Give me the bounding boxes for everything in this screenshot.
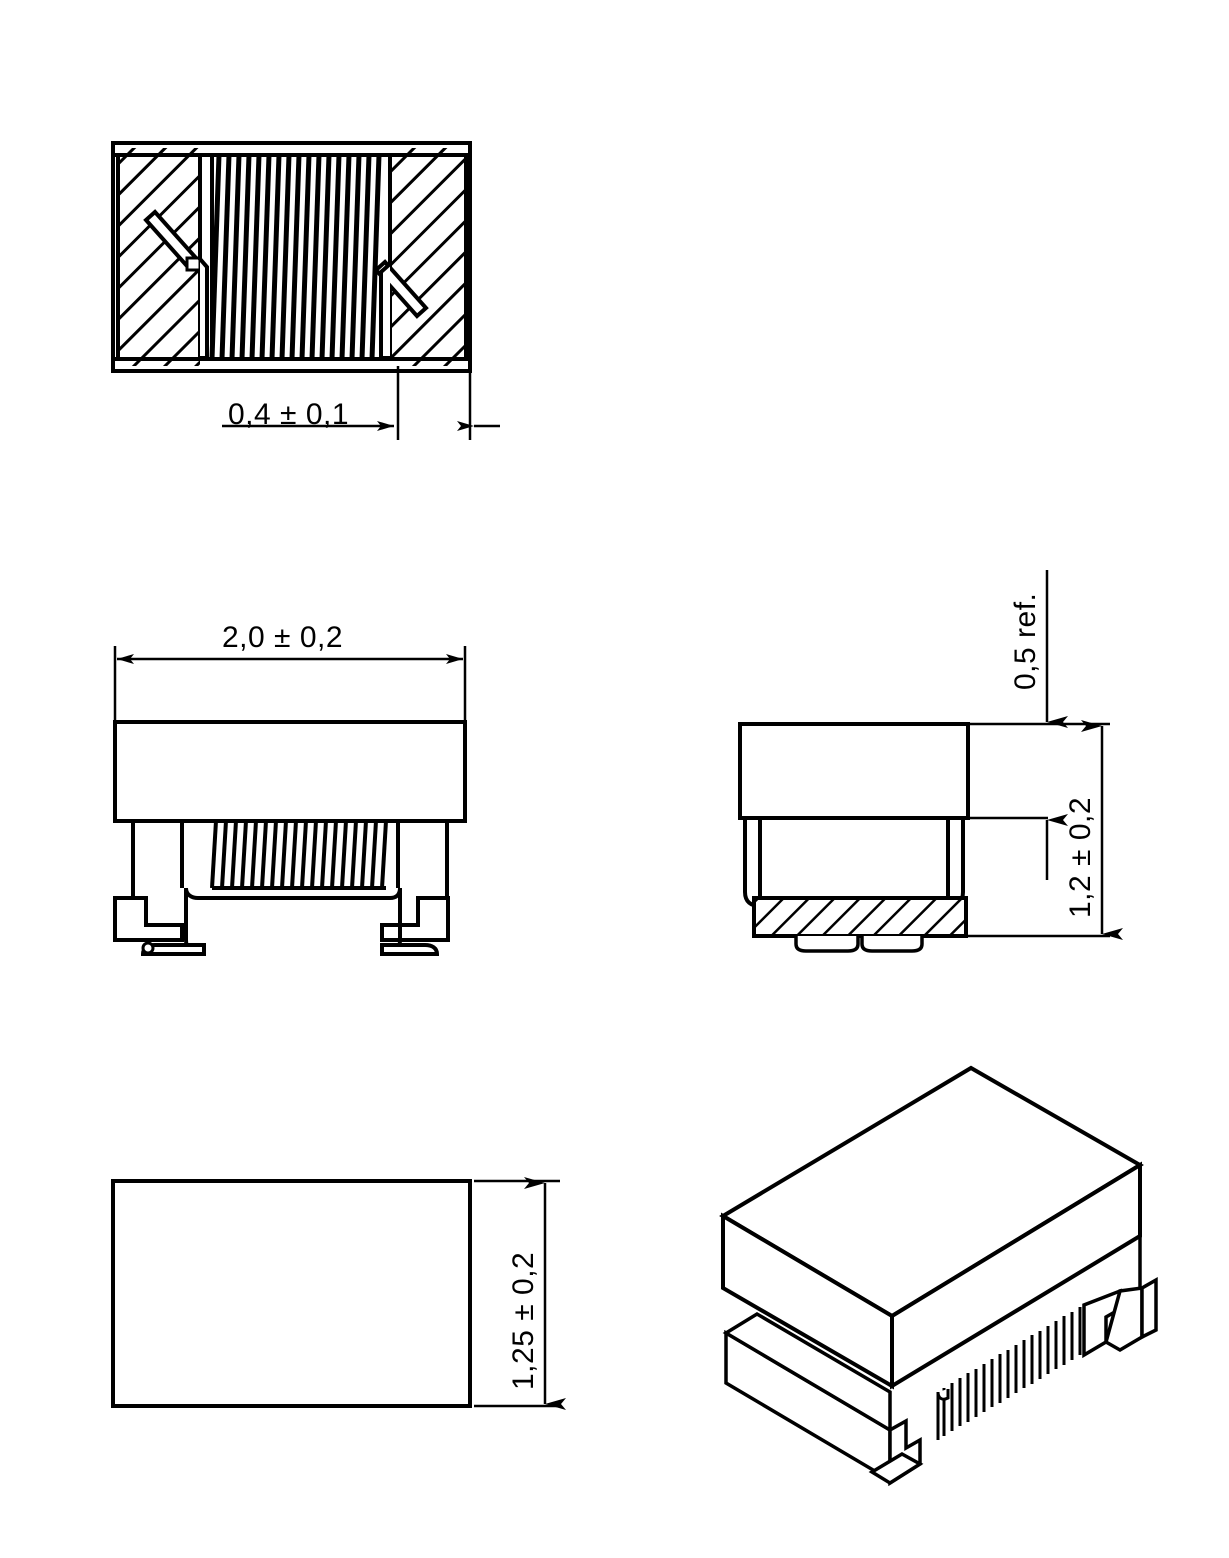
dimension-label-body-width: 1,25 ± 0,2: [507, 1252, 540, 1390]
front-view-coil-winding: [210, 820, 388, 889]
dimension-label-terminal-width: 0,4 ± 0,1: [228, 398, 349, 431]
side-view-lead-detail-left: [794, 936, 860, 953]
top-cross-section-view: 0,4 ± 0,1: [111, 141, 500, 440]
iso-right-terminal-side: [1140, 1276, 1158, 1340]
front-view-right-foot-pad: [380, 943, 440, 956]
front-view-left-terminal-profile: [113, 896, 184, 942]
bottom-view: 1,25 ± 0,2: [111, 1177, 566, 1410]
side-view-base-outline: [752, 896, 968, 938]
side-view-core-section: [758, 816, 950, 902]
front-view-wire-end-dot: [141, 941, 155, 955]
iso-coil-winding: [942, 1307, 1082, 1436]
dimension-terminal-width: 0,4 ± 0,1: [222, 366, 500, 440]
top-view-left-channel: [198, 156, 209, 360]
dimension-body-length: 2,0 ± 0,2: [113, 621, 467, 730]
iso-left-terminal-foot-base: [868, 1451, 924, 1486]
top-view-right-channel: [379, 156, 392, 360]
side-view-lead-detail-right: [860, 936, 924, 953]
top-view-right-terminal-hatch: [390, 148, 466, 366]
dimension-body-height: 1,2 ± 0,2: [1064, 720, 1123, 940]
bottom-view-outline: [111, 1179, 472, 1408]
dimension-label-body-length: 2,0 ± 0,2: [222, 621, 343, 654]
front-view-body-block: [113, 720, 467, 823]
iso-left-terminal-top: [722, 1311, 892, 1434]
front-view-right-terminal-profile: [380, 896, 450, 942]
front-view: 2,0 ± 0,2: [113, 621, 467, 956]
dimension-body-width: 1,25 ± 0,2: [507, 1177, 566, 1410]
isometric-3d-view: [719, 1065, 1158, 1487]
dimension-label-flange-reference: 0,5 ref.: [1009, 593, 1042, 690]
side-view-upper-body: [738, 722, 970, 820]
side-view-base-hatch: [754, 898, 966, 938]
side-view-left-rounded-leg: [743, 816, 762, 909]
dimension-flange-reference: 0,5 ref.: [1009, 570, 1068, 880]
side-view-right-rounded-leg: [946, 816, 965, 909]
dimension-label-body-height: 1,2 ± 0,2: [1064, 797, 1097, 918]
side-view: 0,5 ref. 1,2 ± 0,2: [738, 570, 1123, 953]
